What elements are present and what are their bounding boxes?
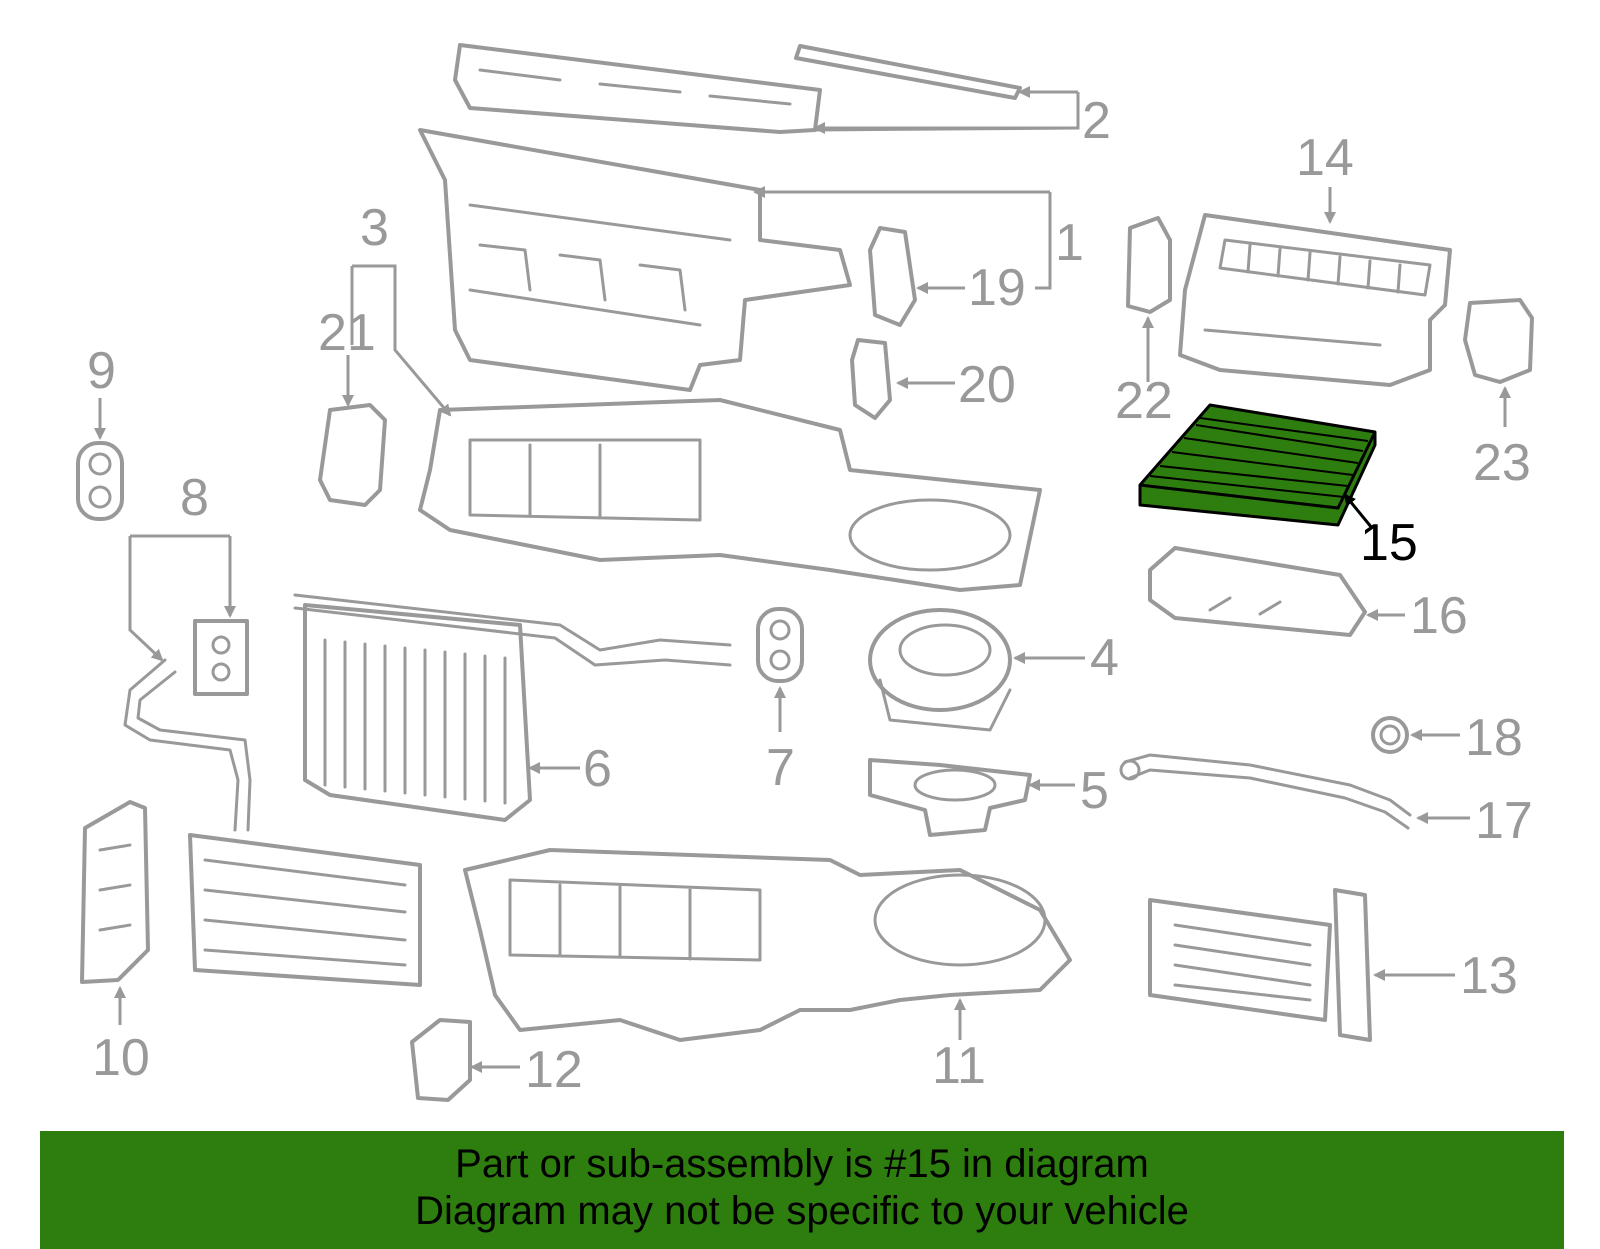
part-5-blower-housing[interactable] (868, 758, 1032, 837)
part-1-upper-housing[interactable] (418, 128, 852, 392)
label-2: 2 (1082, 92, 1111, 150)
label-10: 10 (92, 1029, 150, 1087)
banner-line-2: Diagram may not be specific to your vehi… (415, 1189, 1189, 1233)
part-2-seals[interactable] (453, 43, 1022, 134)
label-3: 3 (360, 199, 389, 257)
label-1: 1 (1055, 214, 1084, 272)
leader-lines (94, 86, 1511, 1073)
label-21: 21 (318, 304, 376, 362)
label-23: 23 (1473, 434, 1531, 492)
part-16[interactable] (1148, 546, 1367, 637)
part-8-pad[interactable] (193, 619, 249, 696)
heater-core[interactable] (188, 833, 422, 987)
part-4-blower-motor[interactable] (868, 608, 1012, 732)
label-13: 13 (1460, 947, 1518, 1005)
part-20[interactable] (850, 338, 892, 420)
part-13-module[interactable] (1148, 888, 1372, 1042)
part-21[interactable] (318, 403, 387, 507)
part-11-lower-case[interactable] (463, 848, 1072, 1042)
label-17: 17 (1475, 792, 1533, 850)
label-8: 8 (180, 469, 209, 527)
label-19: 19 (968, 259, 1026, 317)
part-17-drain-tube[interactable] (1119, 753, 1412, 830)
part-3-lower-housing[interactable] (418, 398, 1042, 592)
part-7-grommet[interactable] (756, 607, 804, 683)
part-22[interactable] (1126, 216, 1172, 314)
label-16: 16 (1410, 587, 1468, 645)
info-banner: Part or sub-assembly is #15 in diagram D… (40, 1131, 1564, 1249)
callout-labels: 2 1 19 20 3 21 9 8 6 7 4 5 10 12 11 22 1… (87, 92, 1533, 1099)
label-12: 12 (525, 1041, 583, 1099)
banner-line-1: Part or sub-assembly is #15 in diagram (455, 1142, 1149, 1186)
part-18-grommet[interactable] (1371, 716, 1409, 754)
part-23[interactable] (1463, 298, 1534, 384)
label-4: 4 (1090, 629, 1119, 687)
part-10-bracket[interactable] (80, 800, 150, 984)
part-6-evaporator[interactable] (293, 593, 732, 822)
label-6: 6 (583, 740, 612, 798)
label-18: 18 (1465, 709, 1523, 767)
label-7: 7 (766, 739, 795, 797)
label-15: 15 (1360, 514, 1418, 572)
heater-tubes (123, 658, 252, 832)
part-12[interactable] (410, 1018, 472, 1102)
label-9: 9 (87, 342, 116, 400)
label-5: 5 (1080, 762, 1109, 820)
part-14-filter-housing[interactable] (1178, 213, 1452, 387)
label-22: 22 (1115, 372, 1173, 430)
part-19[interactable] (868, 226, 917, 327)
label-20: 20 (958, 356, 1016, 414)
part-9-grommet[interactable] (76, 441, 124, 521)
label-11: 11 (932, 1037, 986, 1095)
part-15-cabin-filter[interactable] (1138, 403, 1377, 527)
label-14: 14 (1296, 129, 1354, 187)
